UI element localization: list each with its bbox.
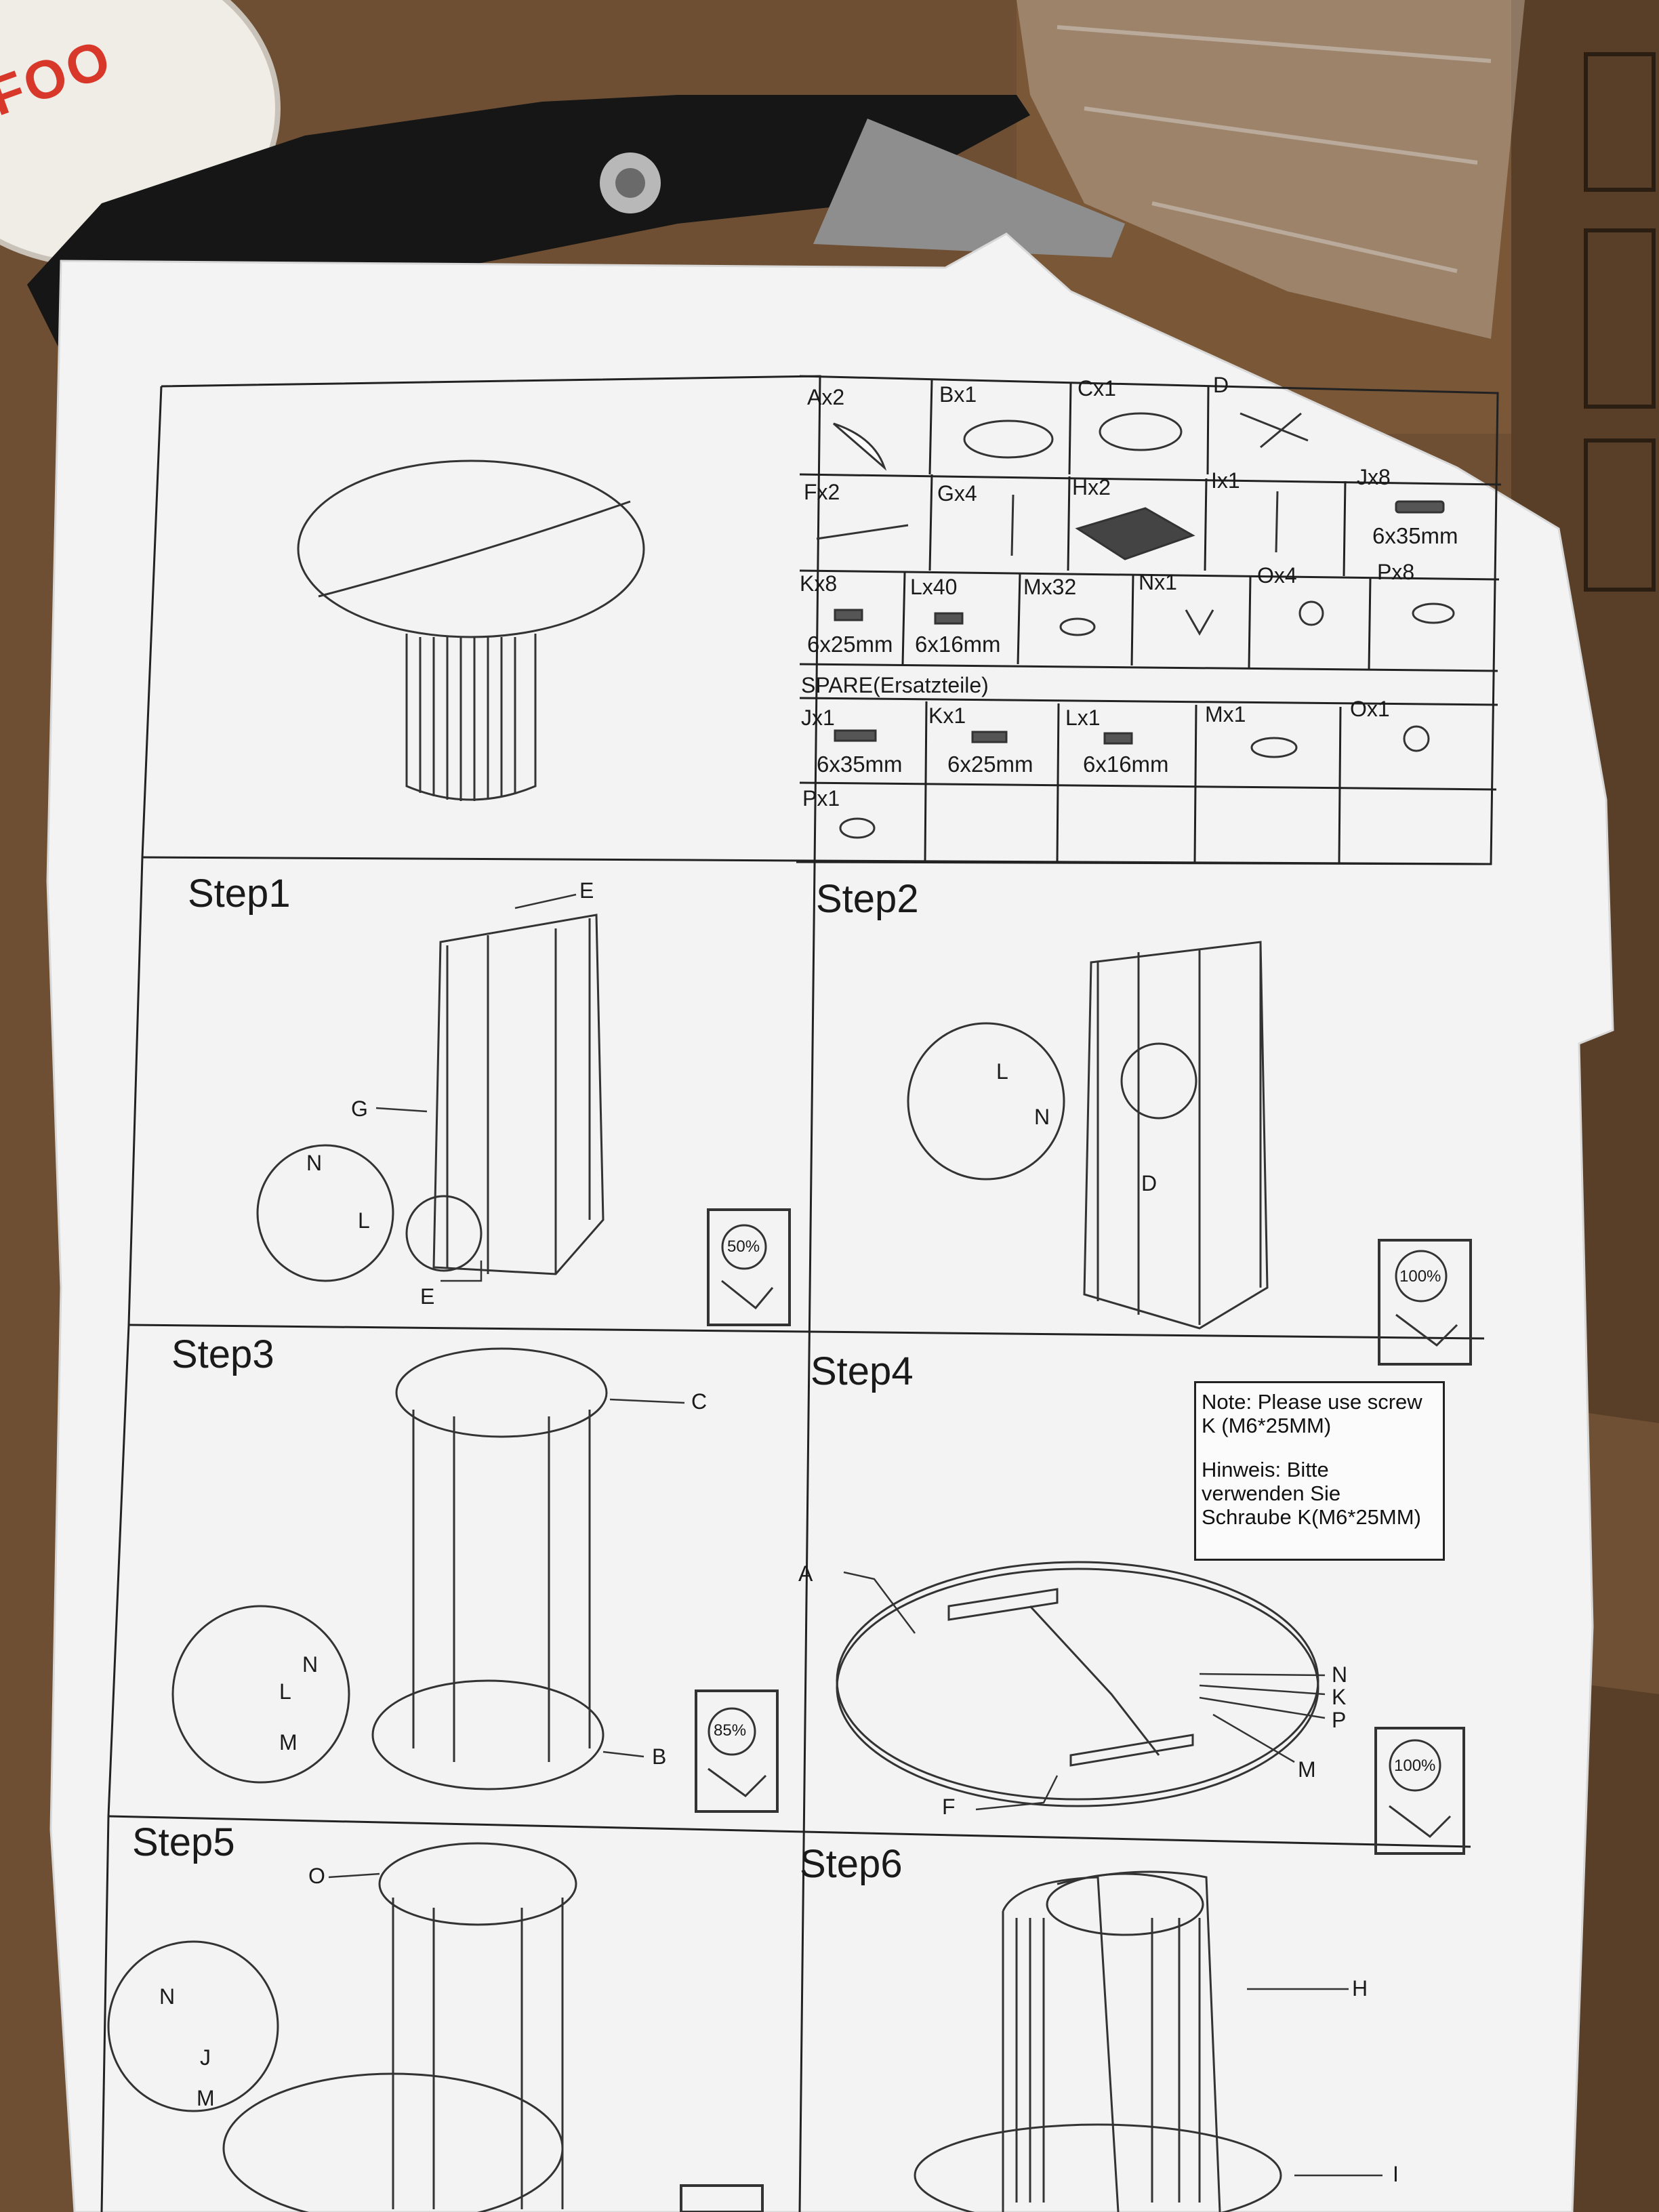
step-2-heading: Step2 — [816, 877, 919, 921]
note-line-4: verwenden Sie — [1202, 1481, 1341, 1505]
part-size-j: 6x35mm — [1372, 523, 1458, 548]
callout-s2-d: D — [1141, 1171, 1158, 1195]
spare-size-k: 6x25mm — [947, 752, 1033, 777]
part-size-k: 6x25mm — [807, 632, 893, 657]
spare-header: SPARE(Ersatzteile) — [801, 673, 989, 697]
callout-s4-a: A — [798, 1561, 813, 1586]
part-label-f: Fx2 — [804, 480, 840, 504]
callout-s3-l: L — [279, 1679, 291, 1704]
callout-s4-f: F — [942, 1795, 956, 1819]
spare-label-j: Jx1 — [801, 705, 835, 730]
part-label-i: Ix1 — [1211, 468, 1240, 493]
step-5-heading: Step5 — [132, 1820, 235, 1864]
part-label-n: Nx1 — [1139, 570, 1177, 594]
callout-s2-l: L — [996, 1059, 1008, 1084]
plastic-wrap — [1017, 0, 1525, 339]
note-line-1: Note: Please use screw — [1202, 1390, 1422, 1414]
callout-s3-n: N — [302, 1652, 319, 1677]
callout-s1-e-bottom: E — [420, 1284, 435, 1309]
note-line-3: Hinweis: Bitte — [1202, 1458, 1329, 1481]
callout-s6-h: H — [1352, 1976, 1368, 2001]
part-label-p: Px8 — [1377, 560, 1415, 584]
callout-s4-p: P — [1332, 1708, 1347, 1732]
table-overview-drawing — [297, 459, 645, 801]
step-6-heading: Step6 — [800, 1842, 903, 1886]
part-label-o: Ox4 — [1257, 563, 1297, 588]
callout-s4-m: M — [1298, 1757, 1316, 1782]
callout-s4-n: N — [1332, 1662, 1348, 1687]
step-4-heading: Step4 — [811, 1349, 914, 1393]
callout-s1-e-top: E — [579, 878, 594, 903]
spare-label-k: Kx1 — [928, 703, 966, 728]
callout-s1-n: N — [306, 1151, 323, 1175]
spare-size-l: 6x16mm — [1083, 752, 1169, 777]
spare-label-m: Mx1 — [1205, 702, 1246, 726]
spare-size-j: 6x35mm — [817, 752, 903, 777]
part-label-g: Gx4 — [937, 481, 977, 506]
callout-s3-b: B — [652, 1744, 667, 1769]
tighten-100-label-step4: 100% — [1394, 1757, 1436, 1775]
part-label-k: Kx8 — [800, 571, 838, 596]
part-label-l: Lx40 — [910, 575, 958, 599]
tighten-50-label: 50% — [727, 1237, 760, 1256]
part-size-l: 6x16mm — [915, 632, 1001, 657]
tighten-85-label: 85% — [714, 1721, 747, 1740]
callout-s4-k: K — [1332, 1685, 1347, 1709]
paper — [46, 232, 1614, 2212]
spare-label-l: Lx1 — [1065, 705, 1101, 730]
callout-s1-l: L — [358, 1208, 370, 1233]
part-label-d: D — [1213, 373, 1229, 397]
part-label-a: Ax2 — [807, 385, 845, 409]
part-label-m: Mx32 — [1023, 575, 1077, 599]
screw-note: Note: Please use screw K (M6*25MM) Hinwe… — [1194, 1381, 1445, 1561]
spare-label-o: Ox1 — [1350, 697, 1390, 721]
callout-s5-o: O — [308, 1864, 325, 1888]
note-line-5: Schraube K(M6*25MM) — [1202, 1505, 1421, 1529]
spare-label-p: Px1 — [802, 786, 840, 811]
callout-s6-i: I — [1393, 2162, 1399, 2186]
callout-s3-c: C — [691, 1389, 708, 1414]
part-label-c: Cx1 — [1078, 376, 1116, 401]
step-1-heading: Step1 — [188, 872, 291, 916]
callout-s3-m: M — [279, 1730, 298, 1755]
part-label-h: Hx2 — [1072, 475, 1111, 499]
callout-s1-g: G — [351, 1097, 368, 1121]
callout-s2-n: N — [1034, 1105, 1050, 1129]
carton-symbols — [1584, 52, 1656, 592]
note-line-2: K (M6*25MM) — [1202, 1414, 1332, 1437]
callout-s5-j: J — [200, 2045, 211, 2070]
tighten-100-label-step2: 100% — [1399, 1267, 1441, 1286]
step-3-heading: Step3 — [171, 1332, 274, 1376]
callout-s5-m: M — [197, 2086, 215, 2110]
part-label-b: Bx1 — [939, 382, 977, 407]
part-label-j: Jx8 — [1357, 465, 1391, 489]
callout-s5-n: N — [159, 1984, 176, 2009]
